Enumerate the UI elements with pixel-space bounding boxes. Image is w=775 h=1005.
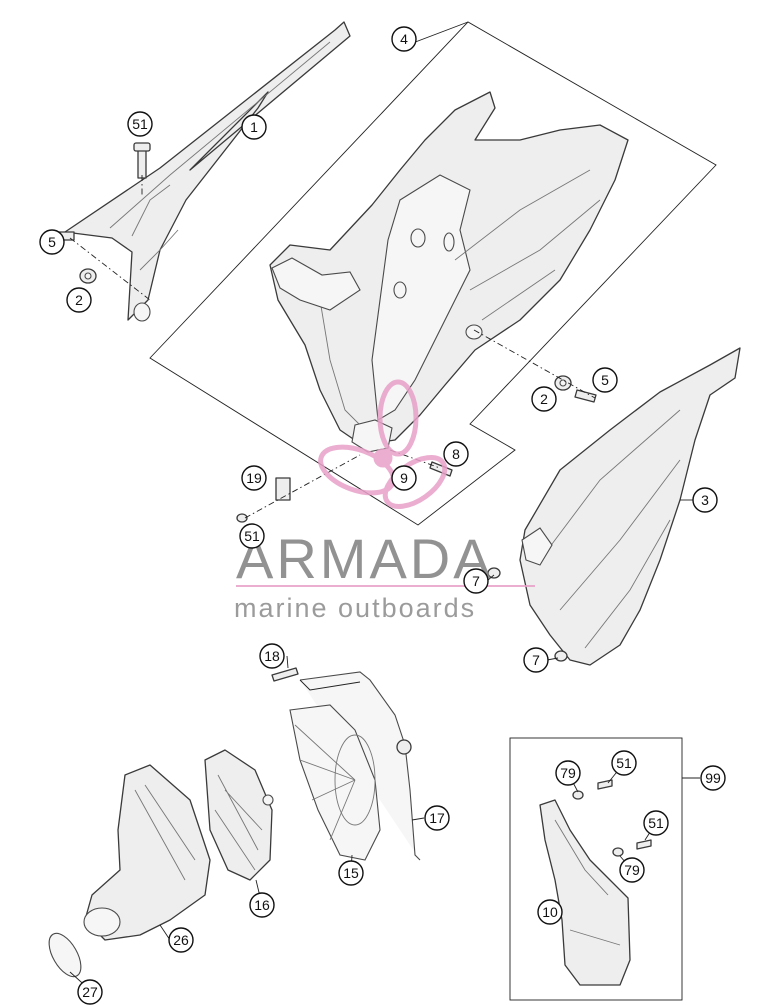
callout-1: 1	[241, 114, 267, 140]
svg-text:51: 51	[132, 116, 148, 132]
callout-5-left: 5	[39, 229, 65, 255]
axis-line-19	[244, 454, 361, 519]
svg-text:15: 15	[343, 865, 359, 881]
part-26-intake-boot	[83, 764, 211, 941]
svg-text:19: 19	[246, 470, 262, 486]
callout-4: 4	[391, 26, 417, 52]
svg-text:9: 9	[400, 470, 408, 486]
callout-27: 27	[77, 979, 103, 1005]
part-16-filter-cage	[204, 749, 274, 881]
part-27-clamp	[48, 932, 82, 978]
callout-51-mid: 51	[239, 523, 265, 549]
callout-7-lower: 7	[523, 647, 549, 673]
callout-9: 9	[391, 465, 417, 491]
callout-79-upper: 79	[555, 760, 581, 786]
callout-18: 18	[259, 643, 285, 669]
callout-3: 3	[692, 487, 718, 513]
callout-10: 10	[537, 899, 563, 925]
part-10-wash-cover	[539, 779, 652, 986]
svg-text:79: 79	[624, 862, 640, 878]
svg-text:16: 16	[254, 897, 270, 913]
callout-51-top: 51	[127, 111, 153, 137]
part-1-frame-cover	[64, 21, 351, 322]
svg-text:79: 79	[560, 765, 576, 781]
callout-15: 15	[338, 860, 364, 886]
svg-text:10: 10	[542, 904, 558, 920]
watermark-name: ARMADA	[236, 527, 494, 590]
part-15-air-filter	[289, 704, 381, 861]
callout-99: 99	[700, 765, 726, 791]
watermark-tagline: marine outboards	[234, 593, 476, 623]
svg-text:51: 51	[616, 755, 632, 771]
svg-text:51: 51	[648, 815, 664, 831]
svg-text:17: 17	[429, 810, 445, 826]
svg-text:5: 5	[601, 372, 609, 388]
watermark: ARMADA marine outboards	[234, 379, 535, 623]
callout-5-right: 5	[592, 367, 618, 393]
svg-text:2: 2	[75, 292, 83, 308]
svg-text:5: 5	[48, 234, 56, 250]
svg-text:26: 26	[173, 932, 189, 948]
kit-99-box	[509, 737, 683, 1001]
callout-19: 19	[241, 465, 267, 491]
callout-8: 8	[443, 441, 469, 467]
callout-26: 26	[168, 927, 194, 953]
svg-text:7: 7	[472, 573, 480, 589]
axis-line-5-left	[69, 237, 151, 301]
svg-text:27: 27	[82, 984, 98, 1000]
svg-text:4: 4	[400, 31, 408, 47]
svg-text:8: 8	[452, 446, 460, 462]
svg-text:51: 51	[244, 528, 260, 544]
svg-text:3: 3	[701, 492, 709, 508]
callout-7-upper: 7	[463, 568, 489, 594]
callout-16: 16	[249, 892, 275, 918]
fasteners	[57, 142, 597, 682]
svg-text:99: 99	[705, 770, 721, 786]
svg-text:18: 18	[264, 648, 280, 664]
axis-line-8	[389, 449, 441, 469]
callout-17: 17	[424, 805, 450, 831]
svg-text:2: 2	[540, 391, 548, 407]
axis-line-5-right	[473, 329, 596, 399]
svg-text:7: 7	[532, 652, 540, 668]
callout-51-kit-lower: 51	[643, 810, 669, 836]
part-4-airbox	[269, 91, 629, 453]
svg-text:1: 1	[250, 119, 258, 135]
callout-79-lower: 79	[619, 857, 645, 883]
callout-51-kit-upper: 51	[611, 750, 637, 776]
callout-2-right: 2	[531, 386, 557, 412]
callout-2-left: 2	[66, 287, 92, 313]
